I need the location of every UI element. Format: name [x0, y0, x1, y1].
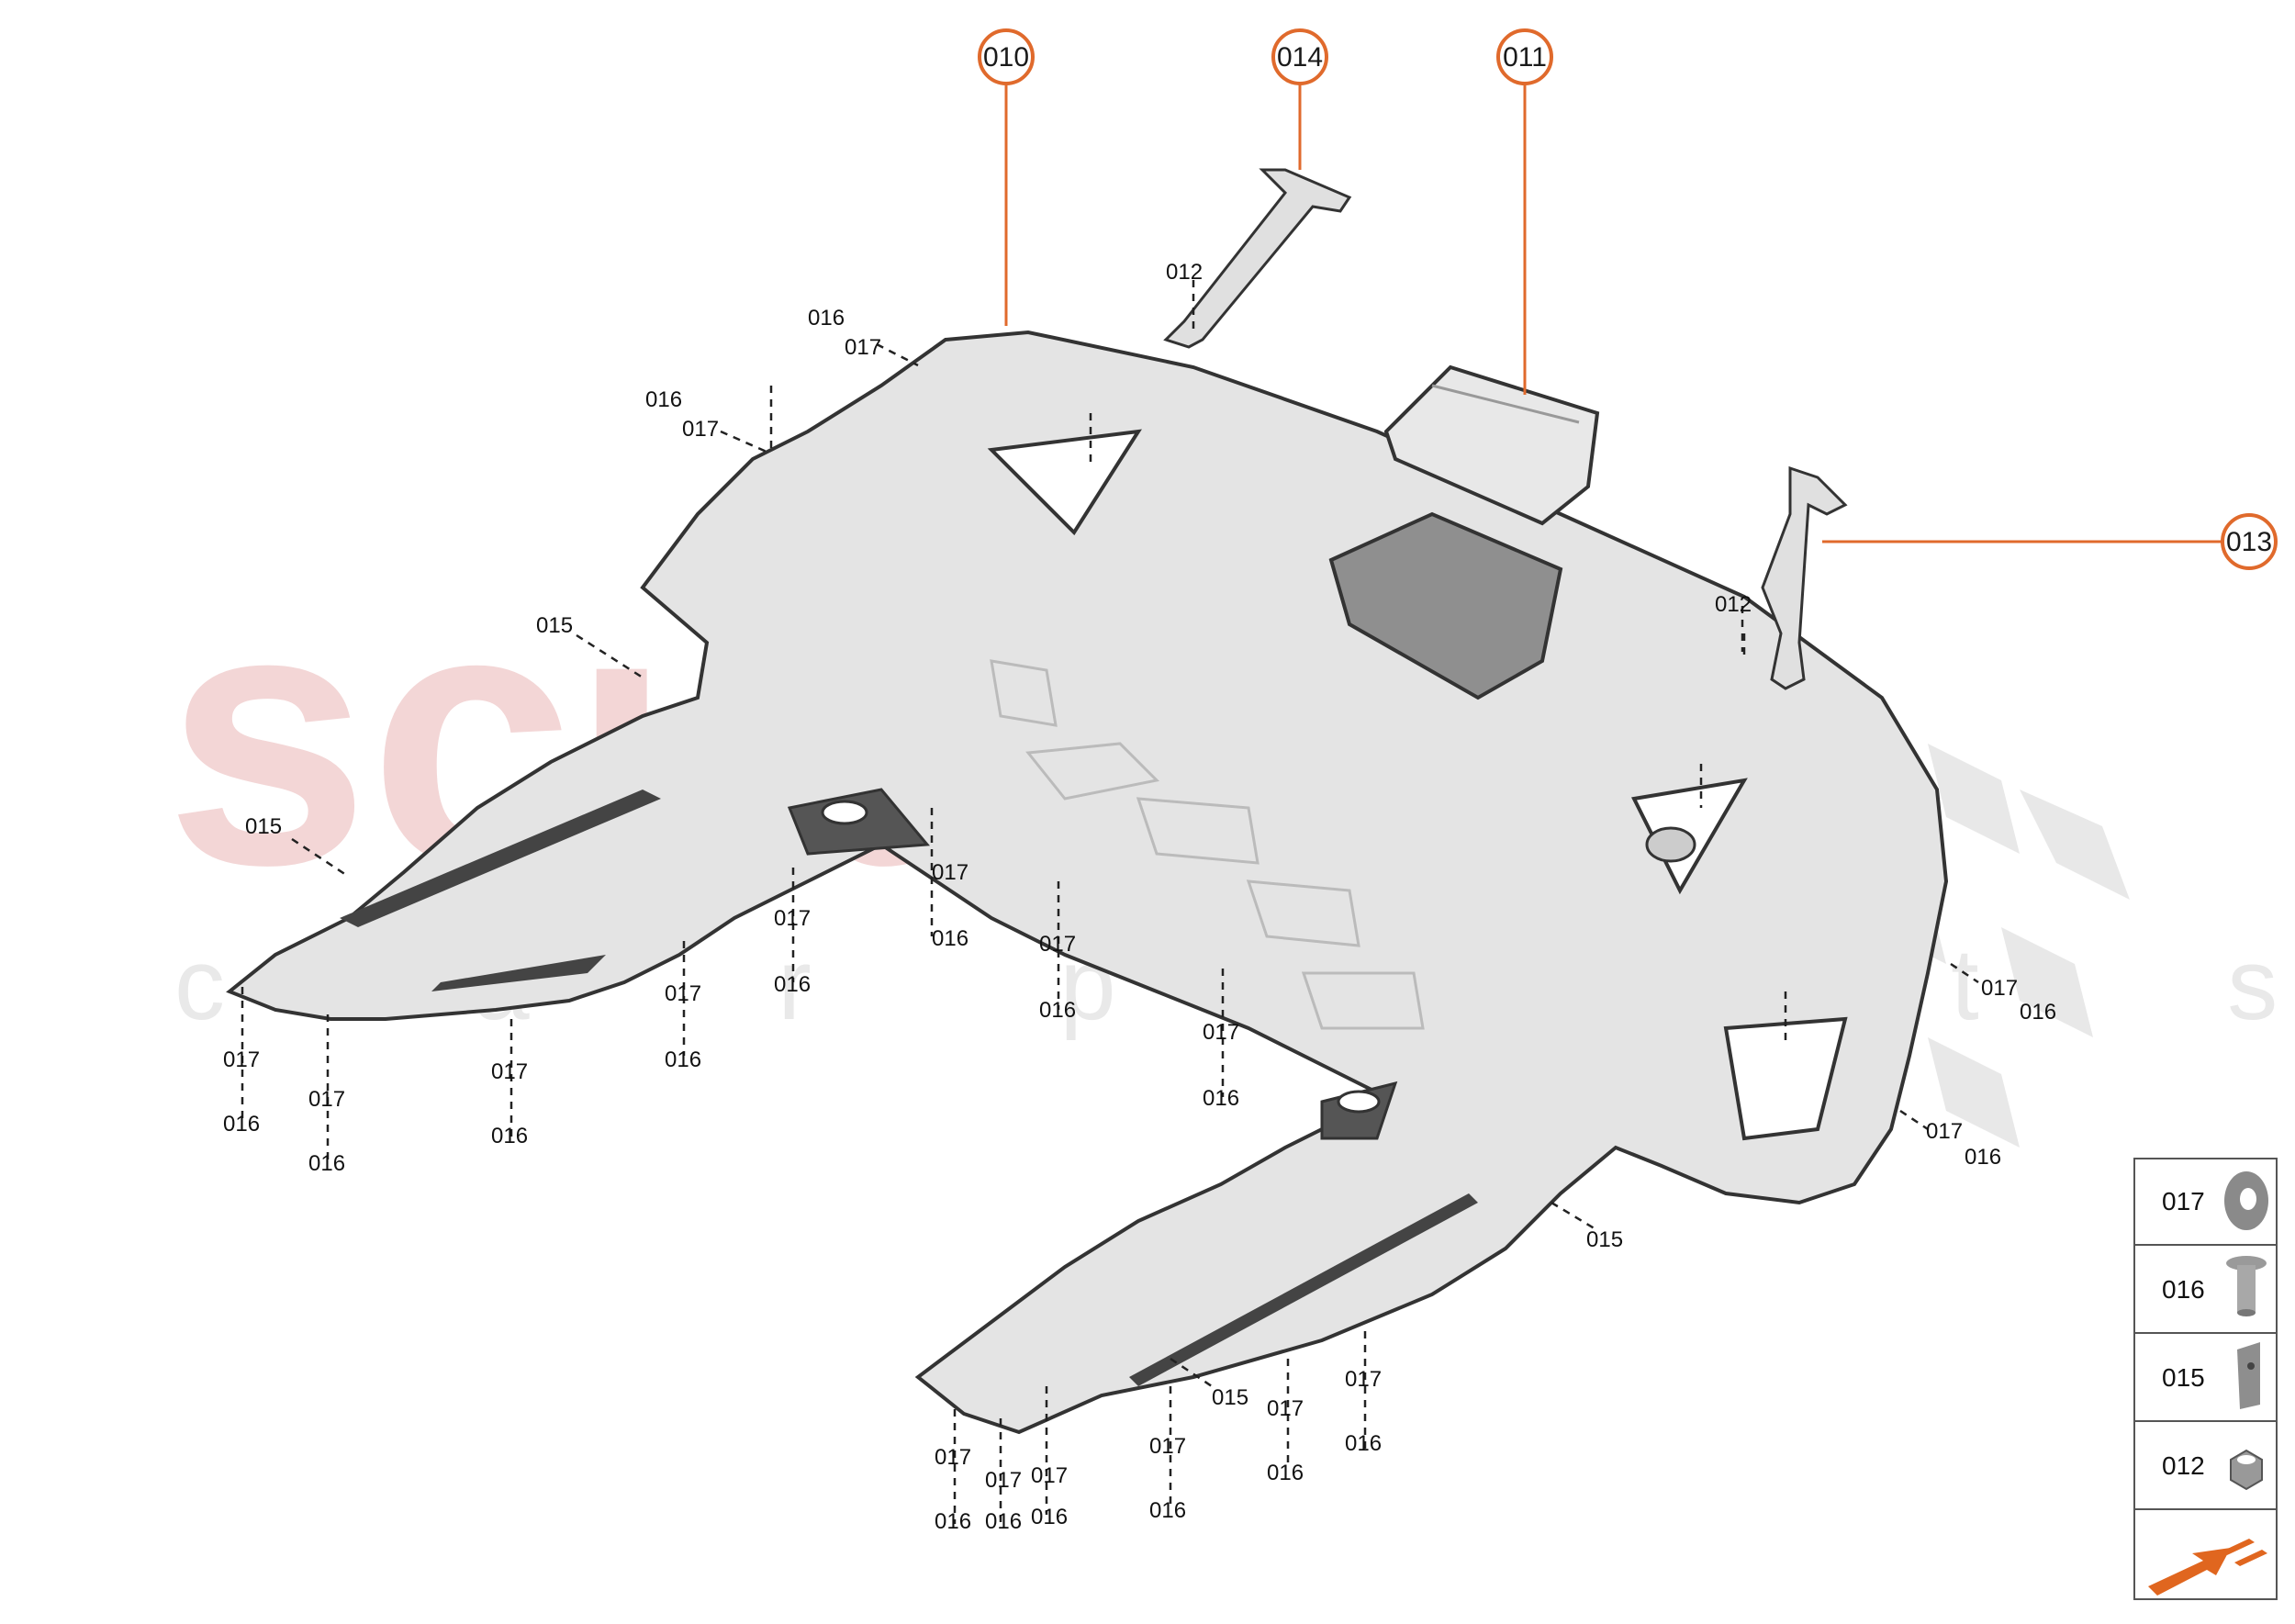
- label-016: 016: [1039, 998, 1076, 1023]
- legend-item-012-label: 012: [2162, 1451, 2205, 1480]
- label-017: 017: [682, 417, 719, 442]
- callout-011[interactable]: 011: [1496, 28, 1553, 85]
- bolt-icon: [2226, 1256, 2267, 1316]
- label-016: 016: [645, 387, 682, 412]
- label-016: 016: [935, 1509, 971, 1534]
- label-017: 017: [774, 906, 811, 931]
- callout-011-label: 011: [1503, 42, 1547, 73]
- legend-item-017-label: 017: [2162, 1187, 2205, 1215]
- label-016: 016: [223, 1112, 260, 1137]
- label-015: 015: [536, 613, 573, 638]
- label-016: 016: [932, 926, 968, 951]
- label-016: 016: [1267, 1461, 1304, 1485]
- label-017: 017: [1981, 976, 2018, 1001]
- label-017: 017: [985, 1468, 1022, 1493]
- legend-item-015[interactable]: 015: [2162, 1342, 2260, 1409]
- legend-item-016-label: 016: [2162, 1275, 2205, 1304]
- label-016: 016: [1345, 1431, 1382, 1456]
- callout-010[interactable]: 010: [978, 28, 1035, 85]
- label-017: 017: [1345, 1367, 1382, 1392]
- label-016: 016: [665, 1047, 701, 1072]
- label-012: 012: [1166, 260, 1203, 285]
- callout-014-label: 014: [1277, 42, 1323, 73]
- fastener-leaders: [241, 280, 1979, 1524]
- bracket-part-013: [1761, 465, 1848, 690]
- legend-item-012[interactable]: 012: [2162, 1449, 2263, 1491]
- label-016: 016: [774, 972, 811, 997]
- legend-item-017[interactable]: 017: [2162, 1171, 2268, 1230]
- label-017: 017: [932, 860, 968, 885]
- callout-010-label: 010: [983, 42, 1029, 73]
- view-direction-arrow-icon: [2148, 1539, 2267, 1596]
- flange-nut-icon: [2230, 1449, 2263, 1491]
- label-017: 017: [1039, 932, 1076, 957]
- label-017: 017: [223, 1047, 260, 1072]
- callout-013[interactable]: 013: [2221, 513, 2278, 570]
- callout-013-label: 013: [2226, 527, 2272, 557]
- bracket-part-014: [1163, 168, 1352, 349]
- label-016: 016: [1203, 1086, 1239, 1111]
- clip-nut-icon: [2237, 1342, 2260, 1409]
- washer-icon: [2224, 1171, 2268, 1230]
- label-016: 016: [491, 1124, 528, 1148]
- label-016: 016: [985, 1509, 1022, 1534]
- undertray-part-010: [226, 330, 1949, 1435]
- label-017: 017: [1149, 1434, 1186, 1459]
- label-016: 016: [1965, 1145, 2001, 1170]
- label-017: 017: [1031, 1463, 1068, 1488]
- label-016: 016: [1031, 1505, 1068, 1529]
- label-017: 017: [1267, 1396, 1304, 1421]
- label-017: 017: [491, 1059, 528, 1084]
- fastener-labels: 016 017 016 017 012 015 015 017 016 017 …: [223, 260, 2056, 1534]
- label-017: 017: [1926, 1119, 1963, 1144]
- label-016: 016: [1149, 1498, 1186, 1523]
- label-017: 017: [935, 1445, 971, 1470]
- label-016: 016: [808, 306, 845, 330]
- label-017: 017: [845, 335, 881, 360]
- cover-part-011: [1383, 364, 1600, 526]
- callout-leaders: [1004, 84, 2222, 543]
- label-015: 015: [1212, 1385, 1248, 1410]
- label-017: 017: [665, 981, 701, 1006]
- fastener-legend: 017 016 015 012: [2133, 1158, 2278, 1600]
- callout-014[interactable]: 014: [1271, 28, 1328, 85]
- legend-item-015-label: 015: [2162, 1363, 2205, 1392]
- label-017: 017: [1203, 1020, 1239, 1045]
- label-016: 016: [308, 1151, 345, 1176]
- label-017: 017: [308, 1087, 345, 1112]
- label-015: 015: [245, 814, 282, 839]
- label-012: 012: [1715, 592, 1752, 617]
- label-015: 015: [1586, 1227, 1623, 1252]
- label-016: 016: [2020, 1000, 2056, 1025]
- legend-item-016[interactable]: 016: [2162, 1256, 2267, 1316]
